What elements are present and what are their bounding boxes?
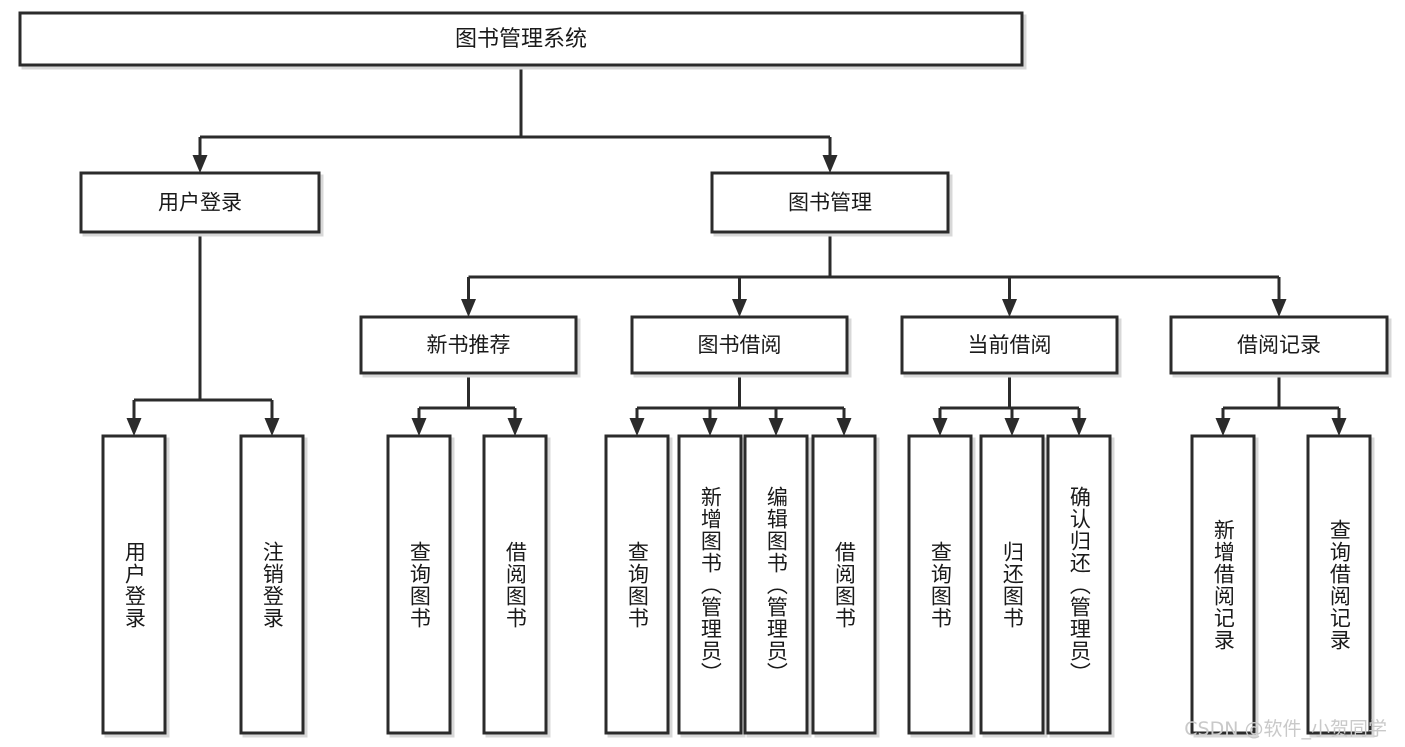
node-rect[interactable] xyxy=(1190,434,1256,735)
node-leaf-logout[interactable] xyxy=(239,434,308,738)
node-rect[interactable] xyxy=(1169,315,1389,375)
node-leaf-query-book-recommend[interactable] xyxy=(386,434,455,738)
node-leaf-add-book-admin[interactable] xyxy=(677,434,746,738)
connector-group-book-borrow xyxy=(629,373,852,436)
node-label: 图书管理系统 xyxy=(455,27,587,52)
node-rect[interactable] xyxy=(239,434,305,735)
node-rect[interactable] xyxy=(359,315,578,375)
arrow-head-book-management xyxy=(822,155,838,173)
connector-group-user-login xyxy=(126,232,280,436)
node-label: 新书推荐 xyxy=(427,333,511,357)
connector-group-root xyxy=(192,65,838,173)
connector-group-book-management xyxy=(461,232,1287,317)
arrow-head-leaf-borrow-book-recommend xyxy=(507,418,523,436)
node-root[interactable]: 图书管理系统 xyxy=(18,11,1027,70)
node-rect[interactable] xyxy=(482,434,548,735)
connector-group-borrow-record xyxy=(1215,373,1347,436)
node-rect[interactable] xyxy=(811,434,877,735)
connector-group-new-book-recommend xyxy=(411,373,523,436)
node-rect[interactable] xyxy=(630,315,849,375)
arrow-head-leaf-query-book-recommend xyxy=(411,418,427,436)
node-rect[interactable] xyxy=(101,434,167,735)
arrow-head-leaf-query-book-current xyxy=(932,418,948,436)
arrow-head-leaf-borrow-book xyxy=(836,418,852,436)
node-label: 借阅记录 xyxy=(1237,333,1321,357)
arrow-head-new-book-recommend xyxy=(461,299,476,317)
node-label: 用户登录 xyxy=(158,191,242,215)
node-rect[interactable] xyxy=(604,434,670,735)
node-leaf-query-book-borrow[interactable] xyxy=(604,434,673,738)
node-borrow-record[interactable]: 借阅记录 xyxy=(1169,315,1392,378)
node-leaf-borrow-book-recommend[interactable] xyxy=(482,434,551,738)
arrow-head-leaf-user-login xyxy=(126,418,142,436)
node-rect[interactable] xyxy=(907,434,973,735)
node-leaf-add-borrow-record[interactable] xyxy=(1190,434,1259,738)
node-leaf-edit-book-admin[interactable] xyxy=(743,434,812,738)
node-rect[interactable] xyxy=(900,315,1119,375)
node-book-management[interactable]: 图书管理 xyxy=(710,171,953,237)
node-user-login[interactable]: 用户登录 xyxy=(79,171,324,237)
node-rect[interactable] xyxy=(1046,434,1112,735)
node-rect[interactable] xyxy=(79,171,321,234)
node-leaf-query-borrow-record[interactable] xyxy=(1306,434,1375,738)
node-leaf-borrow-book[interactable] xyxy=(811,434,880,738)
node-rect[interactable] xyxy=(386,434,452,735)
node-rect[interactable] xyxy=(1306,434,1372,735)
node-new-book-recommend[interactable]: 新书推荐 xyxy=(359,315,581,378)
arrow-head-leaf-add-borrow-record xyxy=(1215,418,1231,436)
node-label: 图书管理 xyxy=(788,191,872,215)
arrow-head-leaf-return-book xyxy=(1004,418,1020,436)
arrow-head-leaf-logout xyxy=(264,418,280,436)
arrow-head-leaf-query-book-borrow xyxy=(629,418,645,436)
node-leaf-return-book[interactable] xyxy=(979,434,1048,738)
connector-layer xyxy=(126,65,1347,436)
node-rect[interactable] xyxy=(677,434,743,735)
arrow-head-leaf-query-borrow-record xyxy=(1331,418,1347,436)
node-rect[interactable] xyxy=(18,11,1024,67)
node-leaf-user-login[interactable] xyxy=(101,434,170,738)
arrow-head-current-borrow xyxy=(1002,299,1017,317)
node-leaf-confirm-return-admin[interactable] xyxy=(1046,434,1115,738)
arrow-head-leaf-edit-book-admin xyxy=(768,418,784,436)
node-label: 当前借阅 xyxy=(968,333,1052,357)
node-current-borrow[interactable]: 当前借阅 xyxy=(900,315,1122,378)
arrow-head-borrow-record xyxy=(1271,299,1287,317)
node-label: 图书借阅 xyxy=(698,333,782,357)
node-book-borrow[interactable]: 图书借阅 xyxy=(630,315,852,378)
arrow-head-leaf-add-book-admin xyxy=(702,418,718,436)
watermark-text: CSDN @软件_小贺同学 xyxy=(1184,718,1387,740)
arrow-head-user-login xyxy=(192,155,208,173)
node-rect[interactable] xyxy=(743,434,809,735)
node-rect[interactable] xyxy=(979,434,1045,735)
node-leaf-query-book-current[interactable] xyxy=(907,434,976,738)
node-rect[interactable] xyxy=(710,171,950,234)
arrow-head-leaf-confirm-return-admin xyxy=(1071,418,1087,436)
arrow-head-book-borrow xyxy=(732,299,747,317)
connector-group-current-borrow xyxy=(932,373,1087,436)
